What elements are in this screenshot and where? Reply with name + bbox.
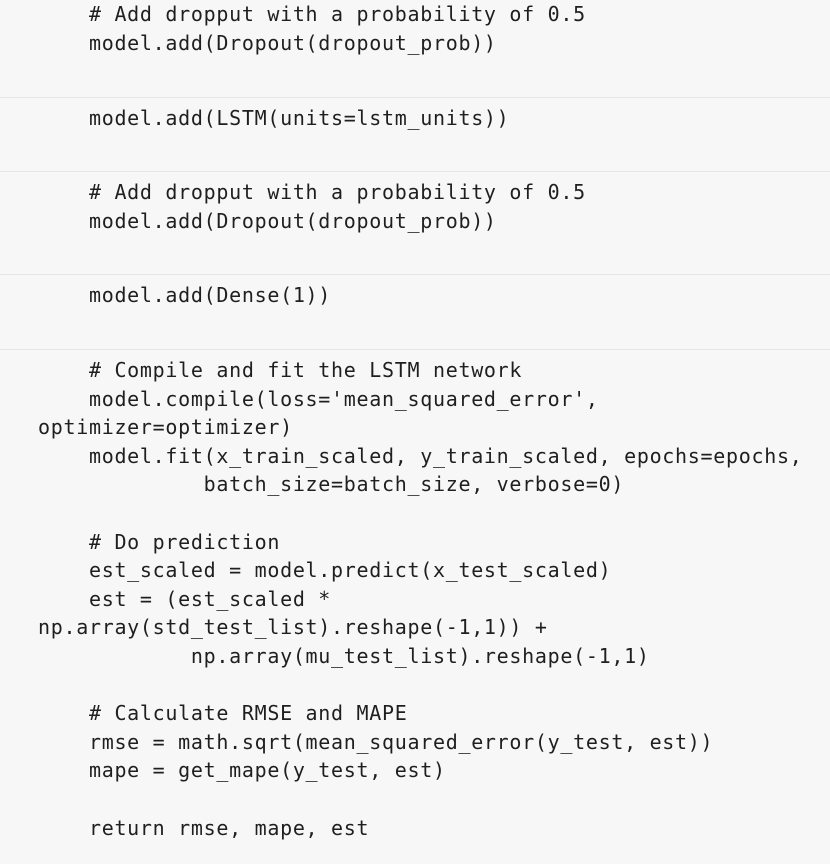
code-block-dropout-1: # Add dropput with a probability of 0.5 … — [88, 2, 586, 55]
code-block-lstm: model.add(LSTM(units=lstm_units)) — [38, 106, 510, 130]
cell-divider — [0, 274, 830, 275]
cell-divider — [0, 349, 830, 350]
cell-divider — [0, 171, 830, 172]
code-block-dropout-2: # Add dropput with a probability of 0.5 … — [88, 180, 586, 233]
code-block-dense: model.add(Dense(1)) — [38, 283, 332, 307]
cell-divider — [0, 97, 830, 98]
code-block-compile-predict: # Compile and fit the LSTM network model… — [38, 358, 803, 840]
